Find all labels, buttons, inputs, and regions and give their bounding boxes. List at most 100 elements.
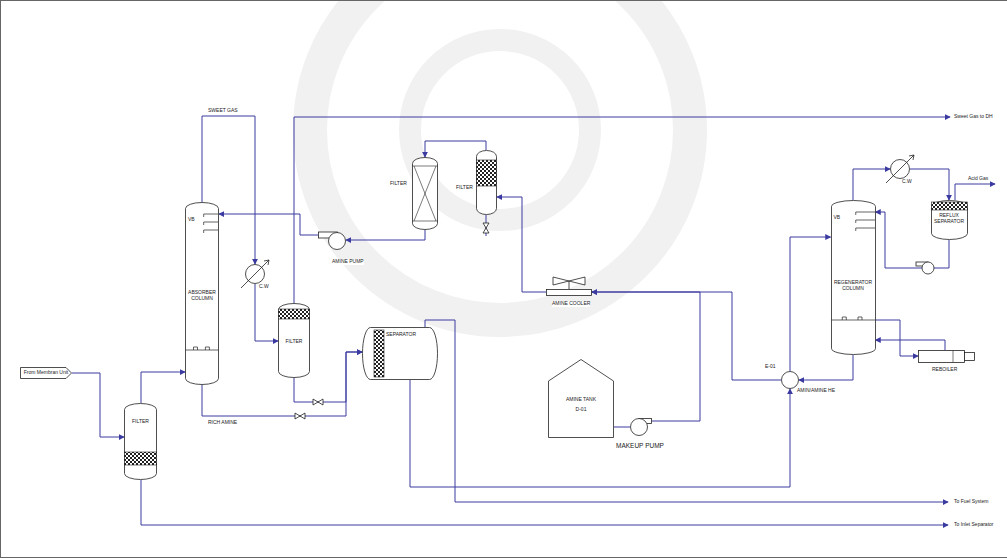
equipment-label: REGENERATOR COLUMN: [832, 280, 875, 291]
mesh-pad: [125, 452, 157, 465]
reflux-pump: [916, 262, 934, 274]
equipment-label: E-01: [765, 364, 776, 370]
vessel-shell: [363, 328, 438, 380]
outlet-lines: [141, 117, 995, 525]
filter-vessel: FILTER: [278, 303, 310, 378]
equipment-label: REBOILER: [932, 367, 957, 373]
air-cooler: AMINE COOLER: [546, 289, 592, 296]
cooler-symbol: C.W: [245, 264, 265, 284]
cooler-bundle: [547, 290, 592, 296]
valves: [295, 223, 489, 419]
process-line: [876, 340, 946, 350]
process-line: [876, 320, 919, 356]
process-line: [910, 169, 949, 200]
equipment-label: AMIN/AMINE HE: [797, 388, 835, 394]
equipment-label: C.W: [259, 284, 269, 290]
process-line: [790, 237, 831, 371]
vessel-shell: [186, 203, 219, 385]
process-line: [592, 292, 781, 380]
equipment-label: From Membran Unit: [24, 370, 68, 376]
process-line: [219, 214, 318, 235]
stream-label: To Inlet Separator: [954, 522, 993, 528]
valve-symbol: [295, 413, 305, 419]
process-line: [255, 284, 278, 341]
equipment-outline: [781, 371, 799, 389]
equipment-outline: [124, 403, 157, 480]
watermark-ring: [310, 0, 690, 320]
stream-label: RICH AMINE: [208, 420, 237, 426]
mesh-pad: [477, 160, 497, 186]
equipment-outline: [318, 231, 346, 251]
mesh-pad: [374, 330, 384, 377]
filter-vessel: FILTER: [124, 403, 157, 480]
vessel-shell: [413, 158, 438, 230]
valve-symbol: [483, 223, 489, 233]
stream-label: Sweet Gas to DH: [954, 114, 993, 120]
equipment-label: D-01: [576, 407, 587, 413]
reflux-drum: REFLUX SEPARATOR: [931, 200, 968, 240]
vessel-shell: [831, 201, 875, 355]
equipment-label: SEPARATOR: [386, 332, 416, 338]
filter-vessel: FILTER: [476, 150, 497, 215]
separator-vessel: SEPARATOR: [362, 327, 438, 380]
storage-tank: AMINE TANKD-01: [548, 359, 614, 438]
equipment-label: VB: [188, 217, 195, 223]
valve-symbol: [313, 399, 323, 405]
equipment-outline: [546, 289, 592, 296]
tray-mark: [186, 214, 219, 350]
reboiler-shell: [919, 351, 965, 363]
process-line: [853, 169, 890, 200]
stream-label: SWEET GAS: [208, 108, 238, 114]
equipment-label: AMINE COOLER: [552, 301, 590, 307]
filter-vessel: FILTER: [412, 157, 438, 230]
process-line: [346, 230, 425, 240]
process-line: [141, 372, 185, 403]
tray-mark: [831, 212, 875, 320]
pump-casing: [329, 233, 346, 250]
pump-casing: [631, 419, 648, 436]
equipment-label: C.W: [902, 179, 912, 185]
acid-gas-line: [955, 184, 995, 200]
exchanger-circle: [782, 372, 799, 389]
packing-mark: [413, 166, 438, 221]
equipment-outline: [831, 200, 876, 355]
cooler-symbol: C.W: [890, 159, 910, 179]
equipment-label: MAKEUP PUMP: [616, 442, 664, 449]
equipment-label: FILTER: [456, 185, 473, 191]
equipment-label: VB: [834, 215, 841, 221]
equipment-label: ABSORBER COLUMN: [186, 290, 218, 301]
stream-label: Acid Gas: [968, 176, 988, 182]
reboiler-head: [965, 353, 975, 361]
equipment-outline: [245, 264, 265, 284]
fan-symbol: [553, 277, 585, 289]
vessel-shell: [125, 404, 157, 480]
process-line: [72, 373, 124, 437]
mesh-pad: [931, 202, 967, 210]
mesh-pad: [279, 309, 310, 319]
pump-symbol: MAKEUP PUMP: [630, 418, 652, 436]
equipment-label: AMINE PUMP: [332, 259, 364, 265]
absorber-column: VB ABSORBER COLUMN: [185, 202, 219, 385]
process-line: [799, 355, 853, 380]
equipment-outline: [890, 159, 910, 179]
tube-sheet: [953, 351, 954, 363]
equipment-label: FILTER: [286, 339, 303, 345]
watermark: [310, 0, 690, 320]
equipment-label: REFLUX SEPARATOR: [932, 213, 967, 224]
vessel-shell: [477, 151, 497, 215]
equipment-outline: [918, 350, 975, 363]
pump-symbol: [922, 262, 934, 274]
equipment-outline: [630, 418, 652, 436]
inlet-terminal: From Membran Unit: [20, 367, 72, 379]
heat-exchanger: E-01AMIN/AMINE HE: [781, 371, 799, 389]
equipment-label: FILTER: [390, 181, 407, 187]
process-line: [614, 427, 630, 428]
equipment-outline: [476, 150, 497, 215]
pump-symbol: AMINE PUMP: [318, 231, 346, 251]
terminal-shape: [21, 368, 72, 379]
tank-outline: [549, 360, 614, 438]
vessel-shell: [279, 304, 310, 378]
equipment-outline: [412, 157, 438, 230]
